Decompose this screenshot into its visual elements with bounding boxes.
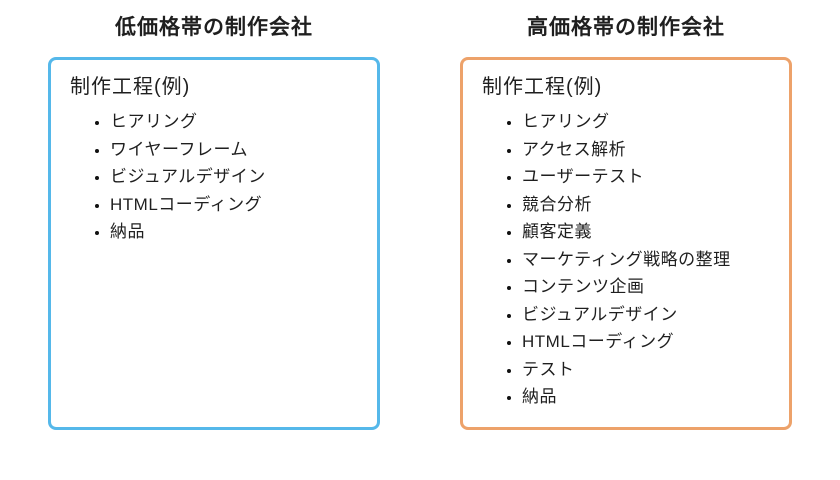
low-price-box-heading: 制作工程(例) [70,76,191,98]
process-step-item: ヒアリング [110,108,359,136]
process-step-item: ビジュアルデザイン [110,163,359,191]
process-step-item: 競合分析 [522,191,771,219]
column-high-price: 高価格帯の制作会社 制作工程(例) ヒアリングアクセス解析ユーザーテスト競合分析… [460,14,792,430]
process-step-item: ユーザーテスト [522,163,771,191]
columns-container: 低価格帯の制作会社 制作工程(例) ヒアリングワイヤーフレームビジュアルデザイン… [48,14,792,430]
column-low-price: 低価格帯の制作会社 制作工程(例) ヒアリングワイヤーフレームビジュアルデザイン… [48,14,380,430]
process-step-item: ヒアリング [522,108,771,136]
process-step-item: アクセス解析 [522,136,771,164]
process-step-item: コンテンツ企画 [522,273,771,301]
process-step-item: ワイヤーフレーム [110,136,359,164]
process-step-item: HTMLコーディング [110,191,359,219]
low-price-process-box: 制作工程(例) ヒアリングワイヤーフレームビジュアルデザインHTMLコーディング… [48,57,380,430]
high-price-process-list: ヒアリングアクセス解析ユーザーテスト競合分析顧客定義マーケティング戦略の整理コン… [482,108,771,411]
process-step-item: テスト [522,356,771,384]
process-step-item: ビジュアルデザイン [522,301,771,329]
process-step-item: HTMLコーディング [522,328,771,356]
high-price-title: 高価格帯の制作会社 [527,16,725,39]
high-price-box-heading: 制作工程(例) [482,76,603,98]
process-step-item: マーケティング戦略の整理 [522,246,771,274]
process-step-item: 納品 [110,218,359,246]
low-price-process-list: ヒアリングワイヤーフレームビジュアルデザインHTMLコーディング納品 [70,108,359,246]
process-step-item: 顧客定義 [522,218,771,246]
high-price-process-box: 制作工程(例) ヒアリングアクセス解析ユーザーテスト競合分析顧客定義マーケティン… [460,57,792,430]
process-step-item: 納品 [522,383,771,411]
low-price-title: 低価格帯の制作会社 [115,16,313,39]
